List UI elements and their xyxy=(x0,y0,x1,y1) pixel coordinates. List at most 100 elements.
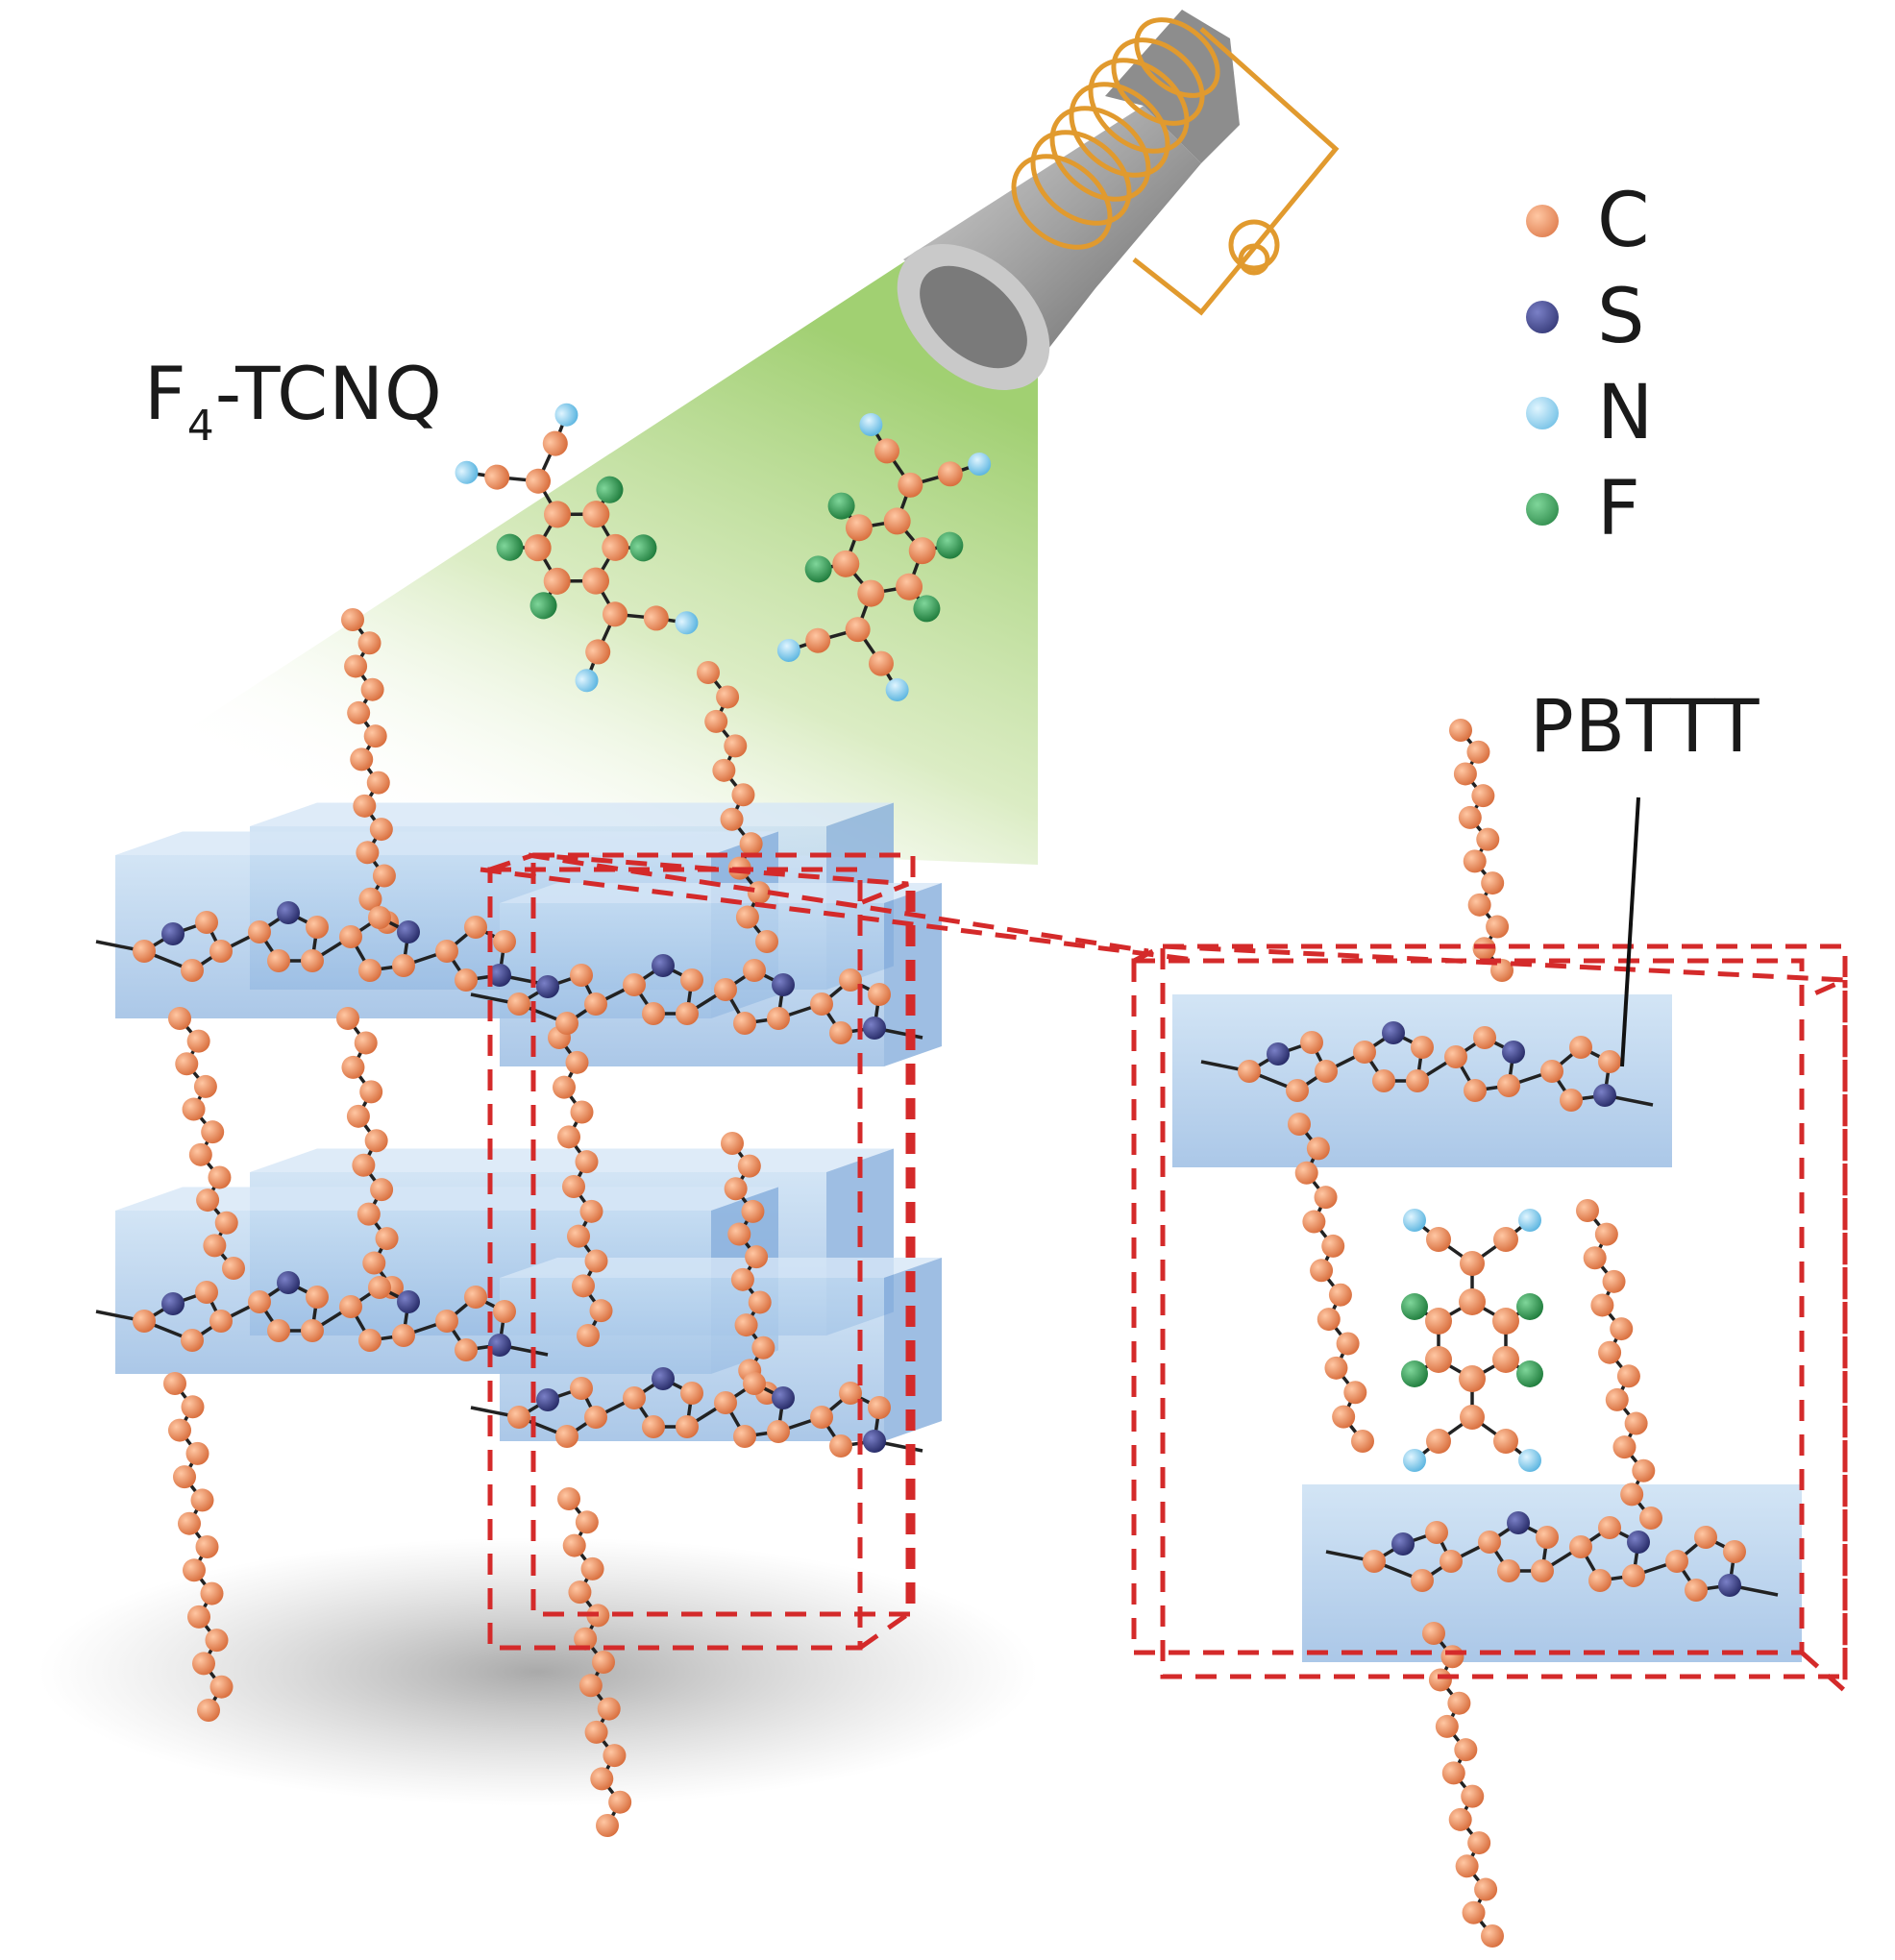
atom xyxy=(197,1699,220,1722)
atom xyxy=(133,940,156,963)
atom xyxy=(1516,1360,1543,1387)
atom xyxy=(557,1487,580,1510)
atom xyxy=(306,1286,329,1309)
atom xyxy=(368,906,391,929)
atom xyxy=(1460,1405,1485,1430)
atom xyxy=(181,1395,205,1419)
atom xyxy=(555,1425,578,1448)
atom xyxy=(1624,1411,1648,1435)
atom xyxy=(1302,1210,1326,1234)
pbttt-backbone xyxy=(95,901,549,992)
atom xyxy=(1440,1550,1463,1573)
atom xyxy=(1317,1308,1341,1332)
atom xyxy=(936,531,964,559)
atom xyxy=(181,1329,204,1352)
atom xyxy=(767,1420,790,1443)
atom xyxy=(731,783,755,807)
atom xyxy=(1238,1060,1261,1083)
atom xyxy=(336,1007,359,1030)
atom xyxy=(1632,1458,1656,1482)
atom xyxy=(455,460,479,484)
atom xyxy=(201,1120,225,1144)
atom xyxy=(747,881,771,905)
atom xyxy=(1723,1540,1746,1563)
atom xyxy=(1300,1031,1323,1054)
atom xyxy=(356,841,380,865)
atom xyxy=(885,677,909,701)
atom xyxy=(584,1406,607,1429)
atom xyxy=(1426,1227,1451,1252)
atom xyxy=(161,1292,185,1315)
atom xyxy=(370,1178,394,1202)
atom xyxy=(248,920,271,943)
current-source-icon xyxy=(1228,219,1280,276)
atom xyxy=(133,1310,156,1333)
atom xyxy=(301,1319,324,1342)
legend-label: C xyxy=(1597,178,1650,264)
atom xyxy=(745,1245,769,1269)
atom xyxy=(772,973,795,996)
legend-item-n: N xyxy=(1526,370,1653,456)
atom xyxy=(1425,1346,1452,1373)
atom xyxy=(372,864,396,888)
atom xyxy=(301,949,324,972)
atom xyxy=(339,1295,362,1318)
f4-tcnq-label: F4-TCNQ xyxy=(144,351,443,451)
atom xyxy=(209,1675,234,1699)
atom xyxy=(392,1324,415,1347)
atom xyxy=(565,1050,589,1074)
atom xyxy=(341,1055,365,1079)
pbttt-pointer-line xyxy=(1620,796,1640,1067)
atom xyxy=(526,468,551,494)
atom xyxy=(676,1002,699,1025)
atom xyxy=(603,601,628,627)
atom xyxy=(1441,1761,1465,1785)
atom xyxy=(898,472,923,498)
atom xyxy=(368,1276,391,1299)
f4-tcnq-molecule xyxy=(455,403,699,693)
atom xyxy=(767,1007,790,1030)
atom xyxy=(845,617,871,643)
atom xyxy=(592,1651,615,1674)
atom xyxy=(277,901,300,924)
atom xyxy=(575,1510,599,1534)
atom xyxy=(555,1012,578,1035)
atom xyxy=(1288,1113,1311,1136)
pbttt-backbone xyxy=(470,1367,923,1458)
atom xyxy=(1435,1714,1459,1738)
atom xyxy=(181,959,204,982)
atom xyxy=(193,1074,217,1098)
atom xyxy=(507,1406,530,1429)
atom xyxy=(493,930,516,953)
atom xyxy=(642,1002,665,1025)
atom xyxy=(195,911,218,934)
atom xyxy=(464,916,487,939)
atom xyxy=(1428,1668,1452,1692)
atom xyxy=(1426,1429,1451,1454)
f4-tcnq-molecule xyxy=(776,413,992,701)
atom xyxy=(1590,1293,1614,1317)
legend-item-c: C xyxy=(1526,178,1649,264)
atom xyxy=(584,1249,608,1273)
atom xyxy=(364,1129,388,1153)
atom xyxy=(772,1386,795,1409)
atom xyxy=(1447,1691,1471,1715)
atom xyxy=(810,1406,833,1429)
atom xyxy=(680,968,703,992)
atom xyxy=(1481,871,1505,895)
atom xyxy=(1449,719,1472,742)
atom xyxy=(455,968,478,992)
atom xyxy=(168,1418,191,1442)
atom xyxy=(1363,1550,1386,1573)
atom xyxy=(1620,1482,1644,1507)
legend-label: N xyxy=(1597,370,1654,456)
atom xyxy=(161,922,185,945)
atom xyxy=(195,1535,219,1558)
carbon-atom-icon xyxy=(1526,205,1559,237)
atom xyxy=(1518,1209,1541,1232)
atom xyxy=(1665,1550,1688,1573)
atom xyxy=(737,1154,761,1178)
atom xyxy=(839,1382,862,1405)
atom xyxy=(1382,1021,1405,1044)
atom xyxy=(209,1310,233,1333)
